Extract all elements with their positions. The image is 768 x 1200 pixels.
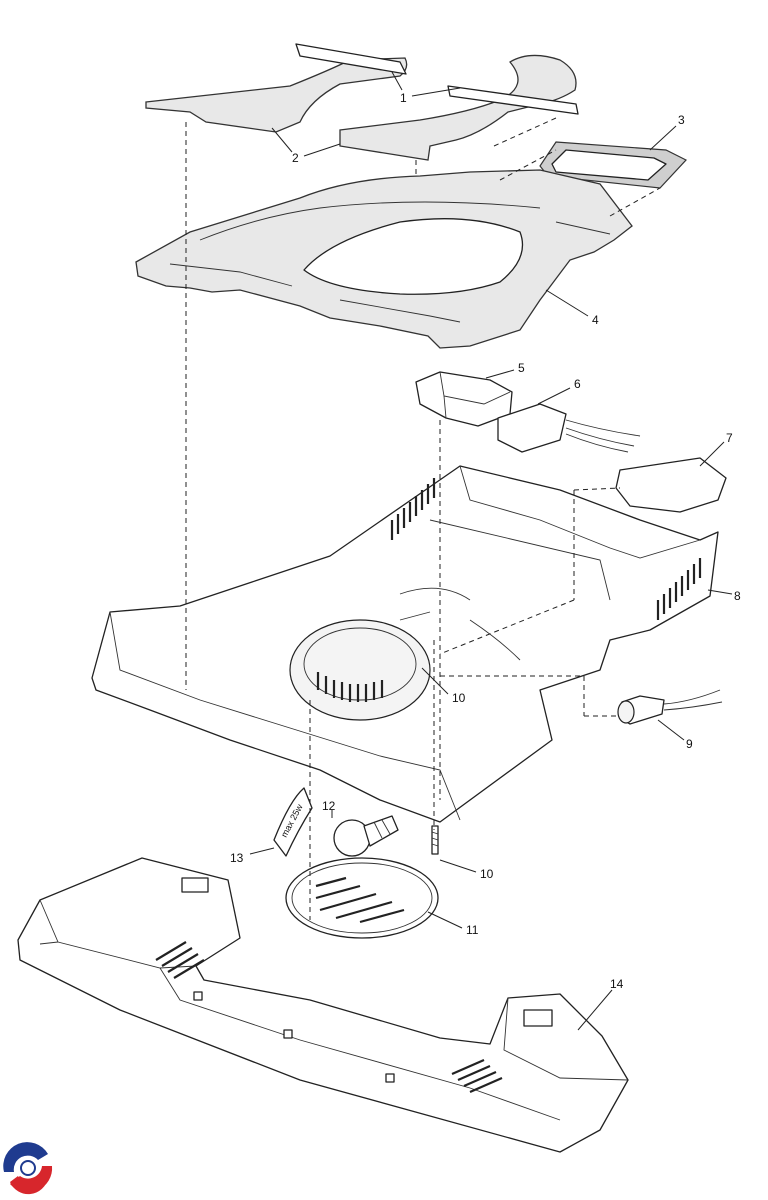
tray-vent-slots [155, 941, 503, 1094]
housing-vent-slots [316, 478, 702, 702]
alignment-dashed-lines [185, 117, 661, 920]
part-7-cover-plate [615, 457, 727, 513]
brand-swirl-logo [2, 1142, 54, 1195]
callout-3: 3 [678, 113, 685, 127]
callout-12: 12 [322, 799, 336, 813]
callout-9: 9 [686, 737, 693, 751]
part-4-foam-frame [135, 169, 633, 349]
part-10-screw-lower [431, 825, 439, 855]
part-5-thermostat-block [415, 371, 513, 427]
callout-10-lower: 10 [480, 867, 494, 881]
callout-8: 8 [734, 589, 741, 603]
callout-labels: 1 2 3 4 5 6 7 8 9 10 10 11 12 13 14 [230, 91, 741, 991]
leader-lines [249, 71, 733, 1031]
part-1-tape-strips [295, 43, 579, 115]
callout-6: 6 [574, 377, 581, 391]
part-14-bottom-tray [17, 857, 629, 1153]
callout-13: 13 [230, 851, 244, 865]
part-8-main-housing [91, 465, 719, 823]
callout-2: 2 [292, 151, 299, 165]
callout-11: 11 [466, 923, 479, 937]
callout-10-upper: 10 [452, 691, 466, 705]
part-6-plug-connector [497, 403, 641, 453]
part-12-light-bulb [333, 815, 399, 857]
part-3-gasket [539, 141, 687, 189]
part-13-wattage-label: max 25w [273, 787, 313, 857]
part-11-lamp-cover [285, 857, 439, 939]
callout-1: 1 [400, 91, 407, 105]
part-9-indicator-lamp [617, 689, 723, 725]
part-2-foam-pad-left [145, 54, 577, 161]
callout-4: 4 [592, 313, 599, 327]
callout-7: 7 [726, 431, 733, 445]
callout-14: 14 [610, 977, 624, 991]
callout-5: 5 [518, 361, 525, 375]
